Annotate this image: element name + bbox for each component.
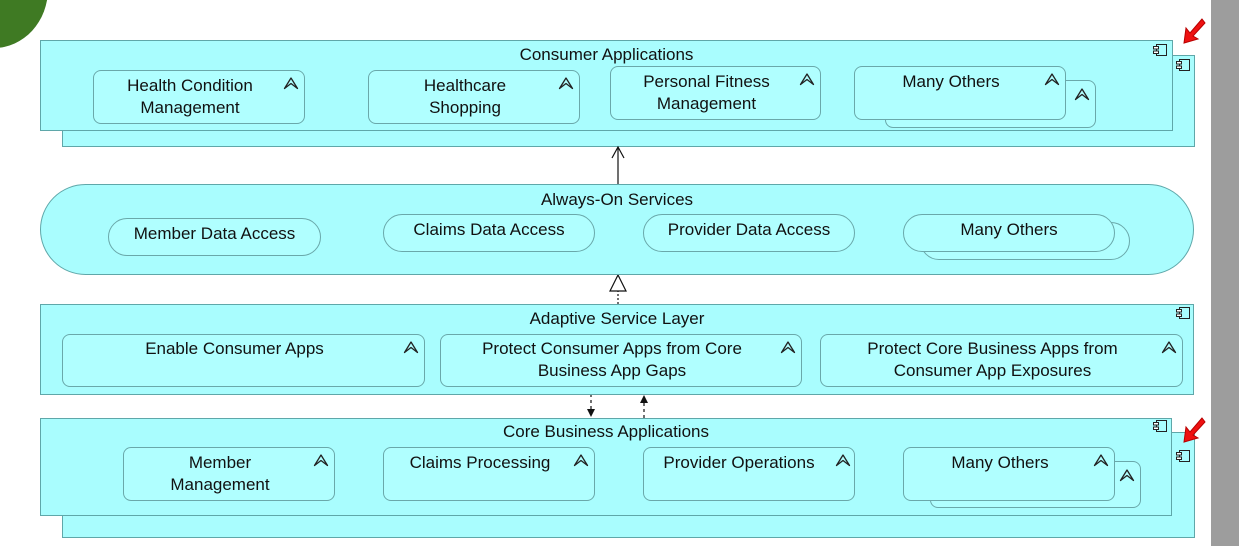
function-chevron-icon	[573, 453, 589, 467]
layer-title: Adaptive Service Layer	[529, 309, 705, 328]
label-line: Many Others	[951, 453, 1049, 472]
function-claims-processing[interactable]: Claims Processing	[383, 447, 595, 501]
service-member-data-access[interactable]: Member Data Access	[108, 218, 321, 256]
layer-title: Consumer Applications	[519, 45, 694, 64]
function-health-condition-management[interactable]: Health Condition Management	[93, 70, 305, 124]
function-chevron-icon	[799, 72, 815, 86]
service-label: Many Others	[960, 220, 1058, 239]
layer-title: Core Business Applications	[502, 422, 709, 441]
component-icon	[1176, 307, 1190, 319]
label-line: Many Others	[902, 72, 1000, 91]
function-member-management[interactable]: Member Management	[123, 447, 335, 501]
label-line: Management	[140, 98, 240, 117]
function-personal-fitness-management[interactable]: Personal Fitness Management	[610, 66, 821, 120]
function-protect-core-business-apps[interactable]: Protect Core Business Apps from Consumer…	[820, 334, 1183, 387]
red-arrow-icon	[1180, 416, 1206, 444]
function-chevron-icon	[1074, 87, 1090, 101]
component-icon	[1176, 450, 1190, 462]
function-chevron-icon	[1044, 72, 1060, 86]
function-provider-operations[interactable]: Provider Operations	[643, 447, 855, 501]
label-line: Personal Fitness	[643, 72, 770, 91]
function-chevron-icon	[283, 76, 299, 90]
label-line: Health Condition	[127, 76, 253, 95]
label-line: Management	[656, 94, 757, 113]
component-icon	[1153, 44, 1167, 56]
layer-title: Always-On Services	[540, 190, 694, 209]
label-line: Protect Consumer Apps from Core	[482, 339, 742, 358]
function-chevron-icon	[1093, 453, 1109, 467]
service-label: Provider Data Access	[667, 220, 831, 239]
function-many-others-consumer[interactable]: Many Others	[854, 66, 1066, 120]
function-chevron-icon	[403, 340, 419, 354]
function-chevron-icon	[835, 453, 851, 467]
function-chevron-icon	[1119, 468, 1135, 482]
label-line: Business App Gaps	[537, 361, 687, 380]
service-label: Member Data Access	[133, 224, 296, 243]
label-line: Healthcare	[423, 76, 507, 95]
label-line: Provider Operations	[663, 453, 815, 472]
label-line: Management	[170, 475, 270, 494]
function-protect-consumer-apps[interactable]: Protect Consumer Apps from Core Business…	[440, 334, 802, 387]
function-chevron-icon	[780, 340, 796, 354]
label-line: Member	[188, 453, 252, 472]
function-many-others-core[interactable]: Many Others	[903, 447, 1115, 501]
component-icon	[1153, 420, 1167, 432]
label-line: Claims Processing	[409, 453, 551, 472]
service-label: Claims Data Access	[413, 220, 565, 239]
function-chevron-icon	[313, 453, 329, 467]
component-icon	[1176, 59, 1190, 71]
label-line: Shopping	[429, 98, 501, 117]
function-healthcare-shopping[interactable]: Healthcare Shopping	[368, 70, 580, 124]
label-line: Enable Consumer Apps	[145, 339, 324, 358]
function-enable-consumer-apps[interactable]: Enable Consumer Apps	[62, 334, 425, 387]
red-arrow-icon	[1180, 17, 1206, 45]
label-line: Consumer App Exposures	[893, 361, 1092, 380]
label-line: Protect Core Business Apps from	[867, 339, 1118, 358]
scrollbar[interactable]	[1211, 0, 1239, 546]
service-claims-data-access[interactable]: Claims Data Access	[383, 214, 595, 252]
function-chevron-icon	[1161, 340, 1177, 354]
function-chevron-icon	[558, 76, 574, 90]
service-provider-data-access[interactable]: Provider Data Access	[643, 214, 855, 252]
service-many-others[interactable]: Many Others	[903, 214, 1115, 252]
